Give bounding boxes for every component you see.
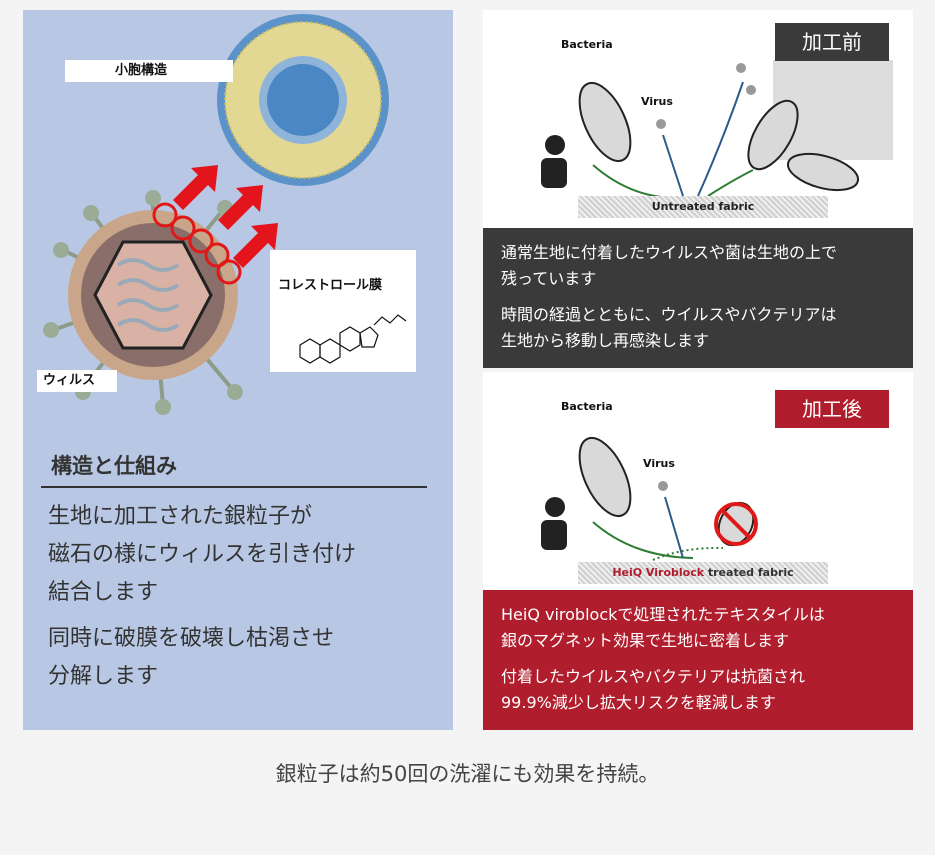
virus-icon [656,63,756,129]
line: 残っています [501,269,597,288]
before-text-2: 時間の経過とともに、ウイルスやバクテリアは生地から移動し再感染します [501,302,897,354]
bacteria-rebound-arrow [707,169,754,197]
after-tag: 加工後 [775,390,889,428]
after-scene [541,437,758,561]
line: 通常生地に付着したウイルスや菌は生地の上で [501,243,838,262]
virus-path-arrow [664,496,684,559]
after-description: HeiQ viroblockで処理されたテキスタイルは銀のマグネット効果で生地に… [483,590,913,730]
treated-fabric-label: HeiQ Viroblock treated fabric [578,562,828,584]
line: 生地から移動し再感染します [501,331,710,350]
virus-rebound-arrow [697,81,744,197]
section-divider [41,486,427,488]
virus-icon [658,481,668,491]
virus-path-arrow [662,134,684,197]
cholesterol-structure-icon [299,314,407,364]
bacteria-icon [578,82,860,192]
virus-spike-heads [43,190,243,415]
bacteria-path-arrow [592,164,684,200]
vesicle-core [267,64,339,136]
after-text-2: 付着したウイルスやバクテリアは抗菌され 99.9%減少し拡大リスクを軽減します [501,664,897,716]
footer-note: 銀粒子は約50回の洗濯にも効果を持続。 [275,762,660,786]
vesicle-label: 小胞構造 [65,60,233,82]
line: 銀のマグネット効果で生地に密着します [501,631,790,650]
mechanism-paragraph-2: 同時に破膜を破壊し枯渇させ 分解します [48,620,438,696]
fabric-brand: HeiQ Viroblock [612,566,705,579]
para2-line: 同時に破膜を破壊し枯渇させ [48,626,335,651]
sneezing-person-icon [541,497,567,550]
sneezing-person-icon [541,135,567,188]
para1-line: 結合します [48,580,159,605]
before-text-1: 通常生地に付着したウイルスや菌は生地の上で残っています [501,240,897,292]
section-title: 構造と仕組み [51,454,177,478]
cholesterol-label: コレストロール膜 [278,274,383,293]
mechanism-paragraph-1: 生地に加工された銀粒子が 磁石の様にウィルスを引き付け 結合します [48,498,438,612]
para1-line: 生地に加工された銀粒子が [48,504,313,529]
attraction-arrows [173,165,278,268]
after-treatment-illustration: 加工後 Bacteria Virus HeiQ Viroblock treate… [483,372,913,590]
absorbed-path [652,546,724,561]
virus-label-before: Virus [641,95,673,108]
virus-rna [116,258,180,332]
para2-line: 分解します [48,664,159,689]
virus-label-after: Virus [643,457,675,470]
silver-particles [152,202,242,285]
virus-label: ウィルス [37,370,117,392]
after-text-1: HeiQ viroblockで処理されたテキスタイルは銀のマグネット効果で生地に… [501,602,897,654]
before-tag: 加工前 [775,23,889,61]
structure-panel: 小胞構造 コレストロール膜 ウィルス 構造と仕組み 生地に加工された銀粒子が 磁… [23,10,453,730]
line: 付着したウイルスやバクテリアは抗菌され [501,667,806,686]
line: HeiQ viroblockで処理されたテキスタイルは [501,605,825,624]
cholesterol-box: コレストロール膜 [270,250,416,372]
before-scene [541,60,893,200]
virus-vesicle-illustration [43,14,389,415]
before-treatment-illustration: 加工前 Bacteria Virus Untreated fabric [483,10,913,228]
untreated-fabric-label: Untreated fabric [578,196,828,218]
fabric-suffix: treated fabric [704,566,794,579]
bacteria-label: Bacteria [561,400,613,413]
bacteria-label: Bacteria [561,38,613,51]
prohibited-icon [714,502,758,546]
before-description: 通常生地に付着したウイルスや菌は生地の上で残っています 時間の経過とともに、ウイ… [483,228,913,368]
line: 99.9%減少し拡大リスクを軽減します [501,693,776,712]
line: 時間の経過とともに、ウイルスやバクテリアは [501,305,837,324]
bacteria-path-arrow [592,521,694,559]
para1-line: 磁石の様にウィルスを引き付け [48,542,357,567]
